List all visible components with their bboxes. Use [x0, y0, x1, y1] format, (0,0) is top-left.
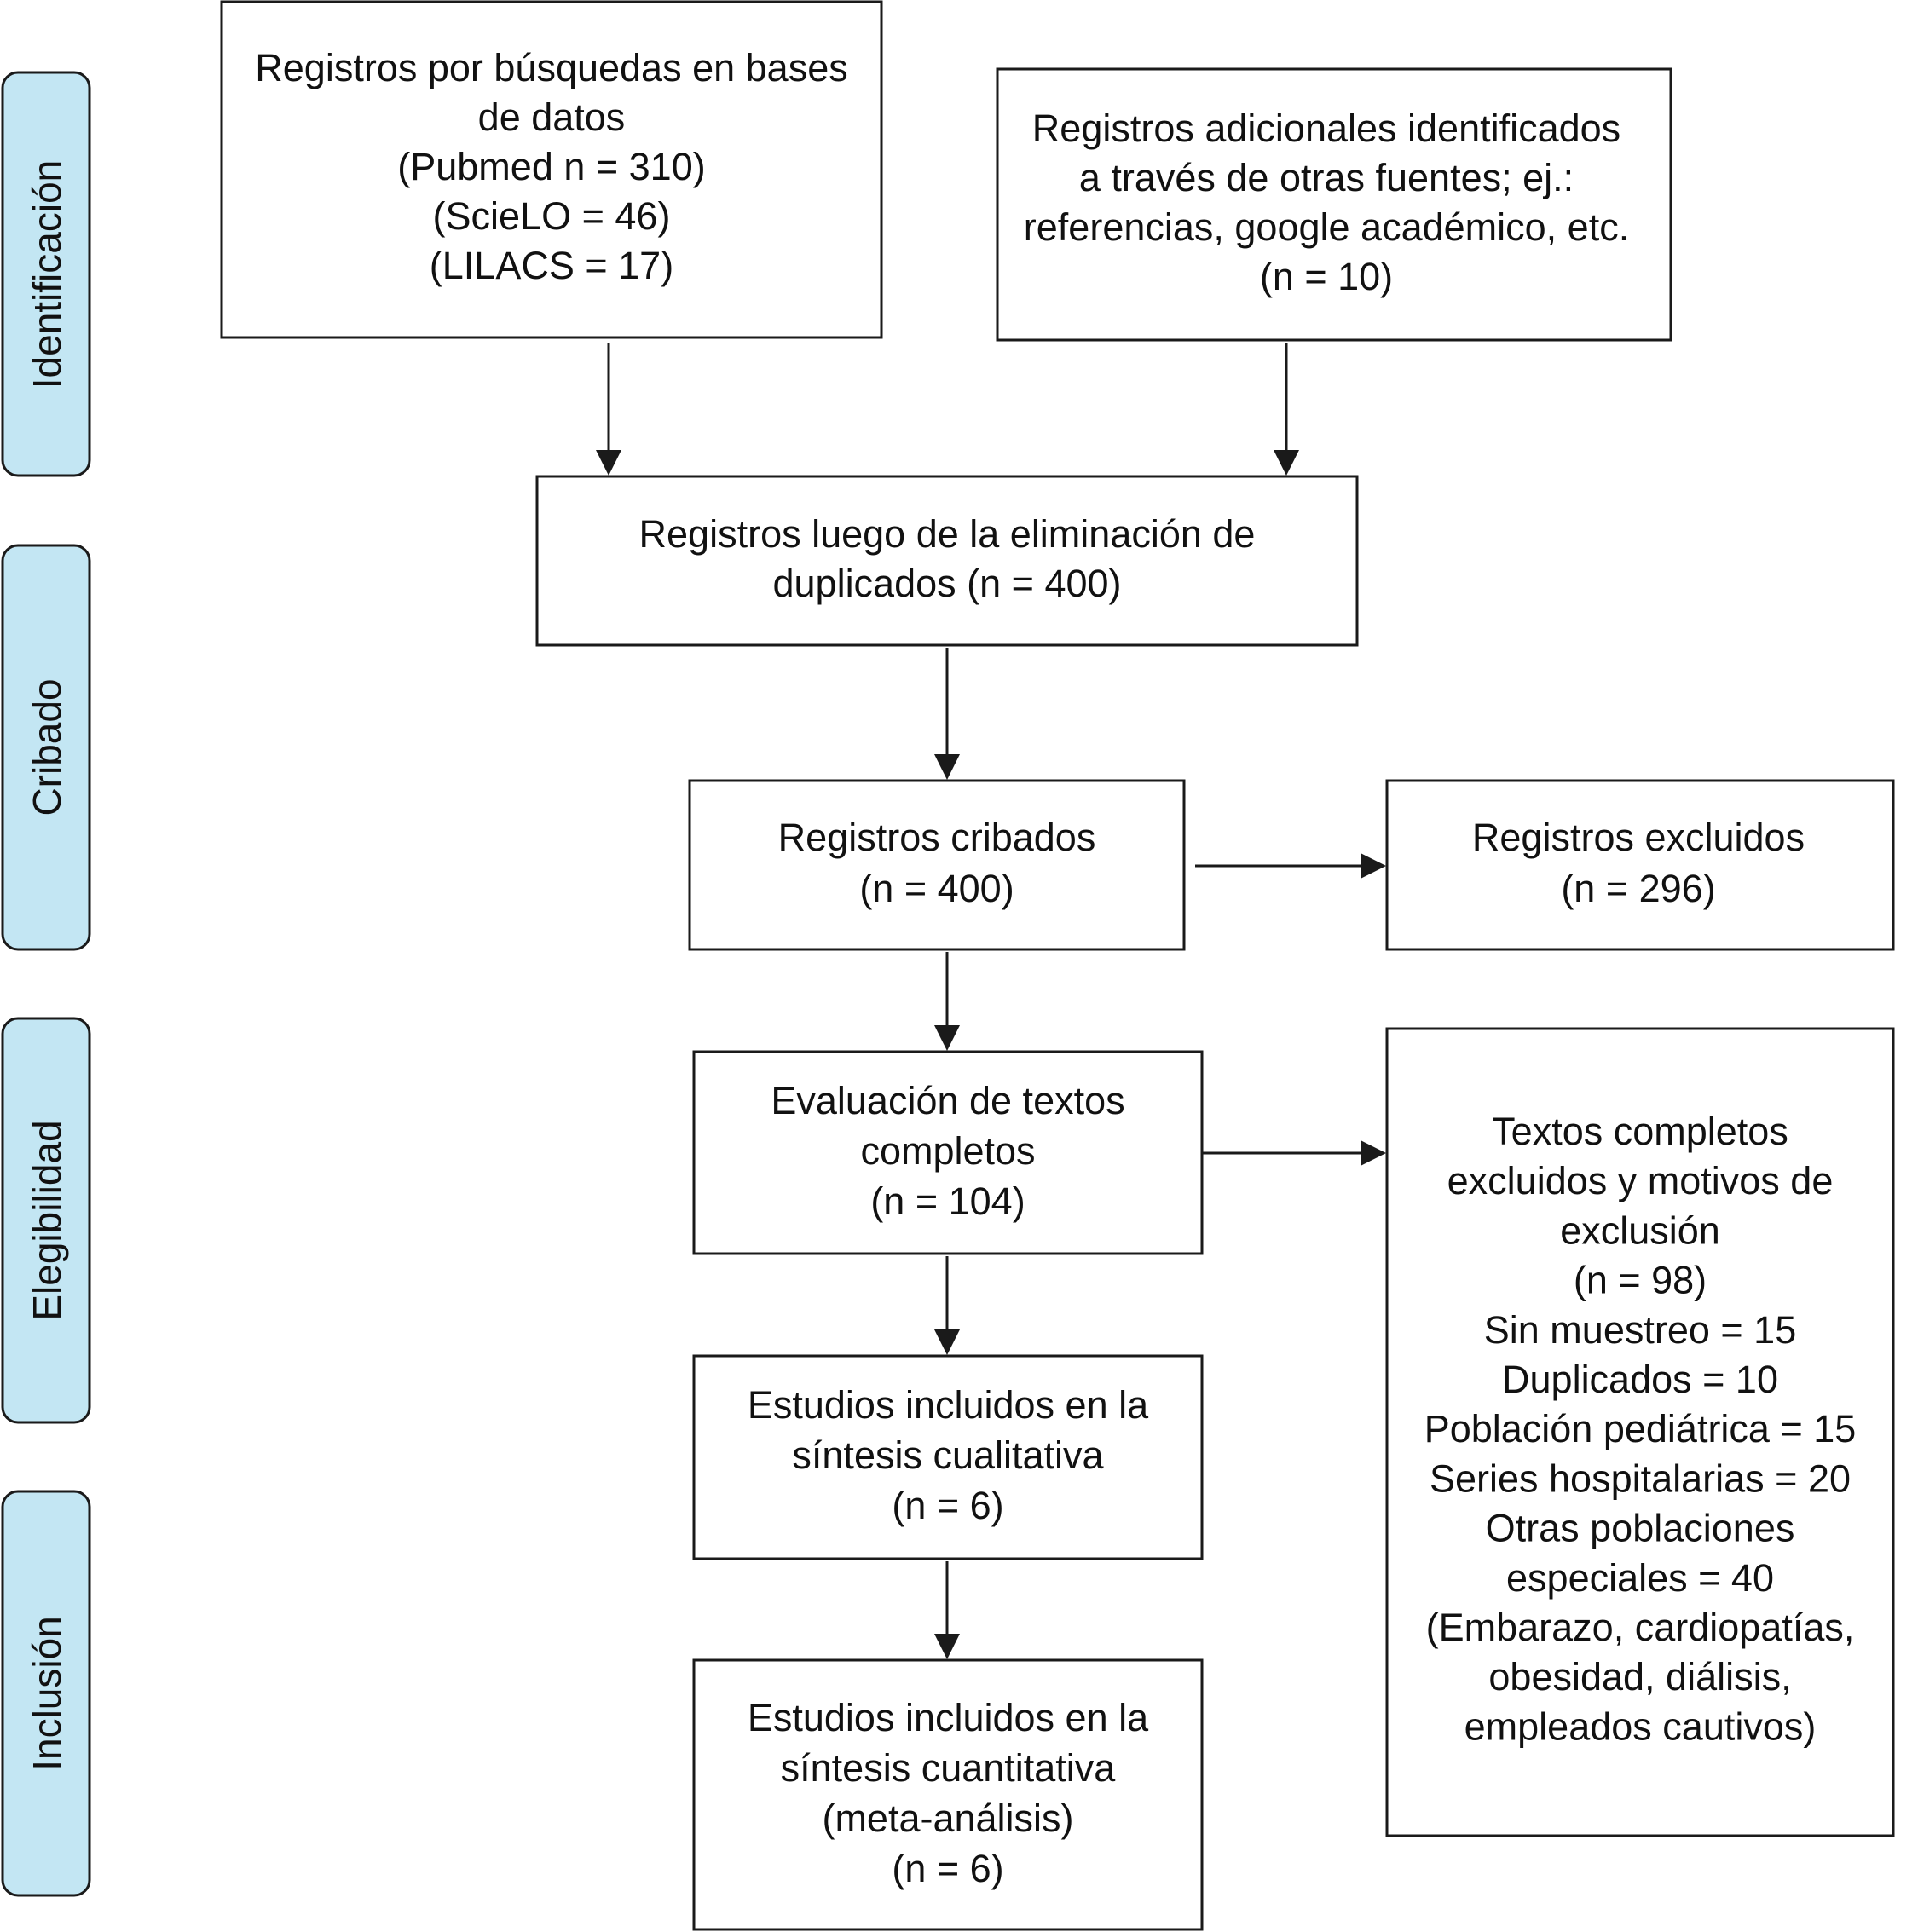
box-other-sources-text: Registros adicionales identificados a tra… — [1024, 107, 1629, 298]
box-line: referencias, google académico, etc. — [1024, 205, 1629, 249]
phase-inclusion-label: Inclusión — [25, 1616, 69, 1771]
box-line: (Pubmed n = 310) — [397, 145, 705, 188]
box-quantitative: Estudios incluidos en la síntesis cuantit… — [692, 1658, 1204, 1931]
box-line: (n = 400) — [859, 867, 1014, 910]
phase-elegibilidad: Elegibilidad — [1, 1017, 91, 1424]
box-line: (n = 6) — [892, 1847, 1003, 1890]
box-line: Estudios incluidos en la — [748, 1383, 1149, 1427]
phase-inclusion: Inclusión — [1, 1490, 91, 1897]
box-line: Registros excluidos — [1472, 816, 1805, 859]
box-line: Registros por búsquedas en bases — [255, 46, 847, 89]
phase-identificacion-label: Identificación — [25, 160, 69, 389]
box-line: Registros luego de la eliminación de — [639, 512, 1256, 556]
box-line: empleados cautivos) — [1464, 1704, 1817, 1748]
box-line: exclusión — [1560, 1208, 1720, 1252]
box-line: Estudios incluidos en la — [748, 1696, 1149, 1739]
box-excluded: Registros excluidos (n = 296) — [1385, 779, 1895, 951]
box-databases: Registros por búsquedas en bases de datos… — [220, 0, 883, 339]
box-line: (meta-análisis) — [822, 1796, 1073, 1840]
box-line: (ScieLO = 46) — [433, 194, 671, 238]
box-after-duplicates-text: Registros luego de la eliminación de dupl… — [639, 512, 1256, 605]
box-line: síntesis cualitativa — [792, 1433, 1104, 1477]
box-line: (n = 104) — [870, 1179, 1025, 1223]
box-fulltext: Evaluación de textos completos (n = 104) — [692, 1050, 1204, 1255]
box-after-duplicates: Registros luego de la eliminación de dupl… — [535, 475, 1359, 647]
box-other-sources: Registros adicionales identificados a tra… — [996, 67, 1672, 342]
box-line: Registros cribados — [778, 816, 1096, 859]
phase-elegibilidad-label: Elegibilidad — [25, 1120, 69, 1320]
box-line: duplicados (n = 400) — [772, 562, 1121, 605]
box-fulltext-text: Evaluación de textos completos (n = 104) — [771, 1079, 1124, 1223]
box-line: especiales = 40 — [1506, 1555, 1774, 1599]
box-line: (LILACS = 17) — [430, 244, 673, 287]
box-line: Textos completos — [1492, 1110, 1788, 1153]
box-line: (Embarazo, cardiopatías, — [1426, 1606, 1855, 1649]
box-databases-text: Registros por búsquedas en bases de datos… — [255, 46, 847, 287]
box-fulltext-excluded: Textos completos excluidos y motivos de ex… — [1385, 1027, 1895, 1837]
box-line: (n = 98) — [1574, 1258, 1707, 1301]
box-qualitative: Estudios incluidos en la síntesis cualita… — [692, 1354, 1204, 1560]
phase-identificacion: Identificación — [1, 71, 91, 477]
box-line: síntesis cuantitativa — [781, 1746, 1117, 1790]
box-line: (n = 296) — [1561, 867, 1715, 910]
box-line: de datos — [478, 95, 626, 139]
box-line: excluidos y motivos de — [1447, 1159, 1834, 1202]
box-line: a través de otras fuentes; ej.: — [1079, 156, 1574, 199]
box-line: completos — [860, 1129, 1035, 1173]
box-screened-text: Registros cribados (n = 400) — [778, 816, 1096, 910]
box-screened: Registros cribados (n = 400) — [688, 779, 1186, 951]
box-line: Series hospitalarias = 20 — [1430, 1456, 1851, 1500]
box-line: Sin muestreo = 15 — [1484, 1307, 1796, 1351]
box-quantitative-text: Estudios incluidos en la síntesis cuantit… — [748, 1696, 1149, 1890]
box-fulltext-excluded-text: Textos completos excluidos y motivos de ex… — [1424, 1110, 1857, 1748]
phase-cribado-label: Cribado — [25, 678, 69, 816]
box-line: (n = 10) — [1260, 255, 1393, 298]
box-line: Registros adicionales identificados — [1032, 107, 1620, 150]
box-line: Otras poblaciones — [1486, 1506, 1795, 1549]
box-excluded-text: Registros excluidos (n = 296) — [1472, 816, 1805, 910]
box-line: (n = 6) — [892, 1484, 1003, 1527]
box-line: Evaluación de textos — [771, 1079, 1124, 1122]
box-line: obesidad, diálisis, — [1488, 1655, 1791, 1698]
box-line: Duplicados = 10 — [1502, 1358, 1778, 1401]
box-qualitative-text: Estudios incluidos en la síntesis cualita… — [748, 1383, 1149, 1527]
box-line: Población pediátrica = 15 — [1424, 1407, 1857, 1450]
phase-cribado: Cribado — [1, 544, 91, 951]
